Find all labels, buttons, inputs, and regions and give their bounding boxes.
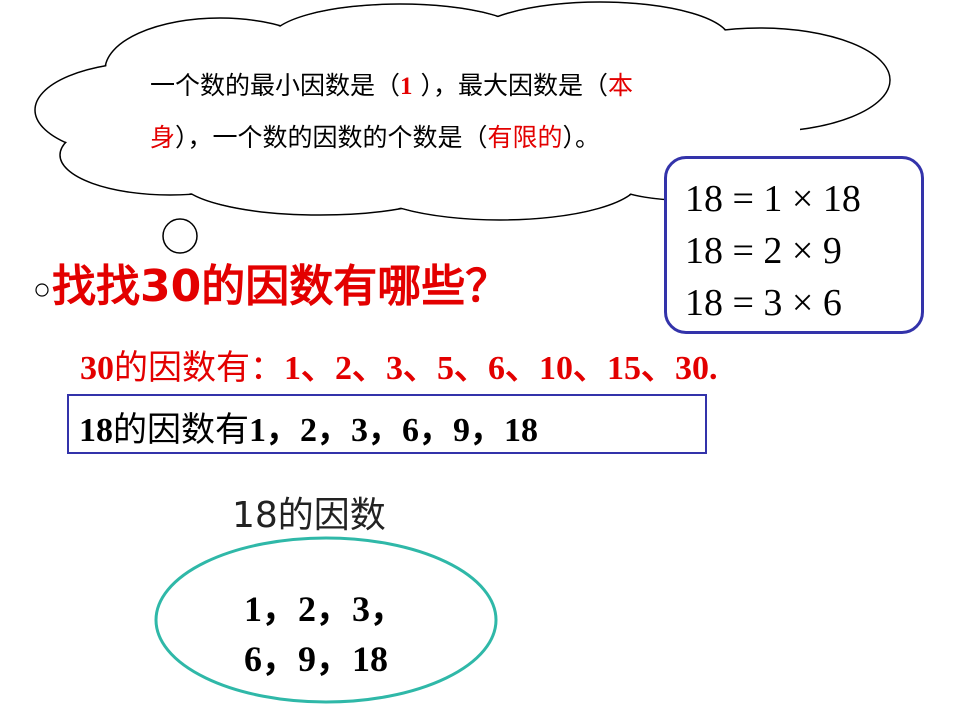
factors-30-number: 30 xyxy=(80,350,114,387)
small-bubble xyxy=(35,283,49,297)
answer-smallest-factor: 1 xyxy=(400,73,413,100)
factor-set-ellipse xyxy=(154,536,498,704)
answer-largest-factor-part1: 本 xyxy=(607,71,633,100)
equation-1: 18 = 1 × 18 xyxy=(685,178,861,220)
cloud-text-1a: 一个数的最小因数是（ xyxy=(150,71,401,100)
cloud-text-2b: ）。 xyxy=(562,123,601,152)
factors-of-30: 30的因数有：1、2、3、5、6、10、15、30. xyxy=(80,340,718,389)
set-title: 18的因数 xyxy=(232,495,386,536)
set-line-2: 6，9，18 xyxy=(244,639,389,679)
factors-of-18: 18的因数有1，2，3，6，9，18 xyxy=(79,402,538,451)
cloud-text-1b: ），最大因数是（ xyxy=(412,71,608,100)
factors-18-number: 18 xyxy=(79,412,113,449)
answer-factor-count: 有限的 xyxy=(487,123,563,152)
set-line-1: 1，2，3， xyxy=(244,589,407,629)
equation-3: 18 = 3 × 6 xyxy=(685,282,842,324)
cloud-text-2a: ），一个数的因数的个数是（ xyxy=(175,123,488,152)
factors-18-label: 的因数有 xyxy=(113,410,249,450)
cloud-line-2: 身），一个数的因数的个数是（有限的）。 xyxy=(150,118,600,154)
multiplication-box: 18 = 1 × 18 18 = 2 × 9 18 = 3 × 6 xyxy=(664,156,924,334)
factors-18-values: 1，2，3，6，9，18 xyxy=(249,412,538,449)
factors-30-values: 1、2、3、5、6、10、15、30. xyxy=(284,350,718,387)
equation-2: 18 = 2 × 9 xyxy=(685,230,842,272)
factors-30-label: 的因数有： xyxy=(114,348,284,388)
answer-largest-factor-part2: 身 xyxy=(150,123,176,152)
factors-of-18-box: 18的因数有1，2，3，6，9，18 xyxy=(67,394,707,454)
question-heading: 找找30的因数有哪些？ xyxy=(52,261,510,312)
cloud-line-1: 一个数的最小因数是（1 ），最大因数是（本 xyxy=(150,66,633,102)
